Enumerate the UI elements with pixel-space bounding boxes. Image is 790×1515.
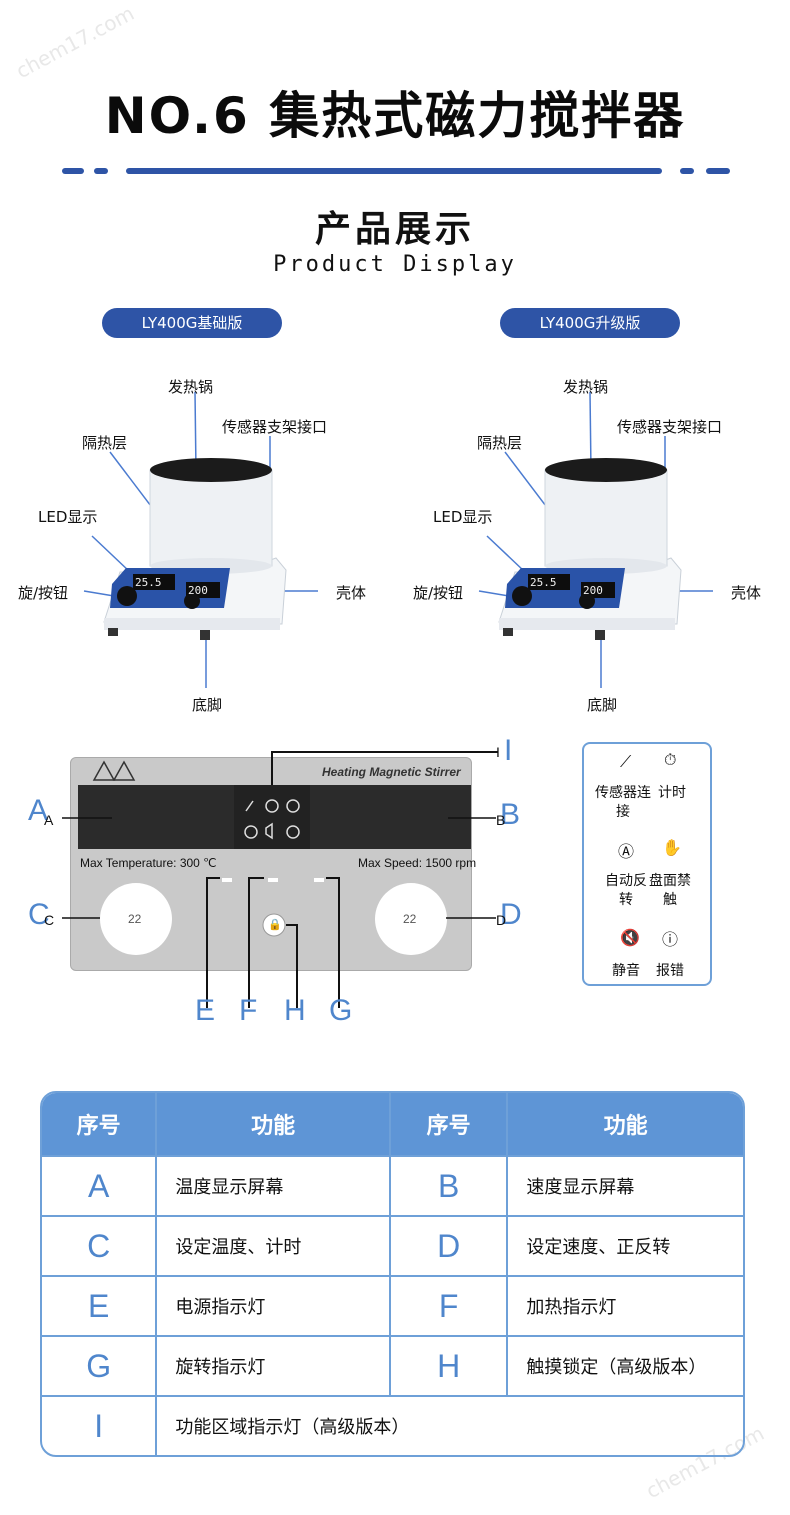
table-cell: 电源指示灯 [155, 1275, 390, 1335]
legend-item-mute: 静音 [612, 963, 640, 979]
label-D-small: D [496, 912, 507, 928]
callout-sensor-port: 传感器支架接口 [222, 418, 328, 436]
table-cell: F [389, 1275, 507, 1335]
table-cell: E [42, 1275, 156, 1335]
label-I: I [504, 734, 513, 767]
legend-item-sensor: 传感器连接 [595, 785, 651, 820]
label-F: F [239, 994, 258, 1027]
callout-insulation: 隔热层 [477, 434, 523, 452]
auto-reverse-icon: Ⓐ [618, 842, 635, 861]
table-cell: 温度显示屏幕 [155, 1155, 390, 1215]
label-E: E [195, 994, 216, 1027]
table-row: G 旋转指示灯 H 触摸锁定（高级版本） [42, 1335, 743, 1395]
sensor-icon: ⟋ [620, 752, 632, 771]
product-upgrade: 发热锅 隔热层 传感器支架接口 LED显示 旋/按钮 壳体 底脚 25.5 20… [395, 360, 790, 720]
model-label-basic: LY400G基础版 [102, 308, 282, 338]
table-row: C 设定温度、计时 D 设定速度、正反转 [42, 1215, 743, 1275]
product-basic: 发热锅 隔热层 传感器支架接口 LED显示 旋/按钮 壳体 底脚 25.5 20… [0, 360, 395, 720]
label-B-small: B [496, 812, 506, 828]
table-header-row: 序号 功能 序号 功能 [42, 1093, 743, 1155]
led-speed: 200 [583, 584, 603, 597]
callout-pot: 发热锅 [168, 378, 214, 396]
label-I-small: I [496, 744, 500, 760]
callout-housing: 壳体 [731, 584, 762, 602]
knob-right-value: 22 [403, 912, 417, 926]
label-H: H [284, 994, 306, 1027]
watermark: chem17.com [11, 0, 139, 84]
model-label-upgrade: LY400G升级版 [500, 308, 680, 338]
mute-icon: 🔇 [620, 928, 640, 947]
table-header: 序号 [42, 1093, 156, 1155]
label-G: G [329, 994, 353, 1027]
page-title: NO.6 集热式磁力搅拌器 [104, 87, 686, 145]
table-cell: I [42, 1395, 156, 1455]
stirrer-illustration [83, 391, 318, 688]
table-cell: 设定温度、计时 [155, 1215, 390, 1275]
label-C-small: C [44, 912, 55, 928]
table-cell: A [42, 1155, 156, 1215]
table-cell: G [42, 1335, 156, 1395]
panel-brand-text: Heating Magnetic Stirrer [322, 765, 461, 779]
control-panel-lines [62, 751, 498, 1008]
callout-sensor-port: 传感器支架接口 [617, 418, 723, 436]
legend-item-touch-lock: 盘面禁触 [649, 873, 691, 908]
table-header: 功能 [155, 1093, 390, 1155]
knob-left-value: 22 [128, 912, 142, 926]
led-temp: 25.5 [135, 576, 162, 589]
title-underline [62, 168, 730, 174]
callout-led: LED显示 [433, 508, 493, 526]
table-header: 功能 [506, 1093, 743, 1155]
function-table: 序号 功能 序号 功能 A 温度显示屏幕 B 速度显示屏幕 C 设定温度、计时 … [40, 1091, 745, 1457]
section-subtitle: Product Display [273, 252, 517, 277]
panel-max-speed: Max Speed: 1500 rpm [358, 856, 477, 870]
table-cell: 触摸锁定（高级版本） [506, 1335, 743, 1395]
callout-feet: 底脚 [587, 696, 618, 714]
touch-lock-icon: ✋ [662, 838, 682, 857]
table-row: E 电源指示灯 F 加热指示灯 [42, 1275, 743, 1335]
callout-housing: 壳体 [336, 584, 367, 602]
table-row: A 温度显示屏幕 B 速度显示屏幕 [42, 1155, 743, 1215]
led-speed: 200 [188, 584, 208, 597]
legend-item-timer: 计时 [658, 785, 686, 801]
icon-legend [582, 742, 712, 986]
callout-feet: 底脚 [192, 696, 223, 714]
timer-icon: ⏱ [664, 750, 677, 769]
label-B: B [500, 798, 521, 831]
table-cell: 功能区域指示灯（高级版本） [155, 1395, 743, 1455]
label-A: A [28, 794, 49, 827]
legend-item-alarm: 报错 [656, 963, 684, 979]
table-cell: 加热指示灯 [506, 1275, 743, 1335]
panel-max-temp: Max Temperature: 300 ℃ [80, 856, 217, 870]
callout-knob: 旋/按钮 [18, 584, 69, 602]
table-row: I 功能区域指示灯（高级版本） [42, 1395, 743, 1455]
table-cell: H [389, 1335, 507, 1395]
table-cell: C [42, 1215, 156, 1275]
label-A-small: A [44, 812, 54, 828]
callout-led: LED显示 [38, 508, 98, 526]
table-header: 序号 [389, 1093, 507, 1155]
legend-item-auto-reverse: 自动反转 [605, 873, 647, 908]
alarm-icon: ⓘ [662, 930, 679, 949]
section-title: 产品展示 [314, 209, 475, 250]
table-cell: 设定速度、正反转 [506, 1215, 743, 1275]
table-cell: D [389, 1215, 507, 1275]
table-cell: B [389, 1155, 507, 1215]
label-C: C [28, 898, 50, 931]
callout-pot: 发热锅 [563, 378, 609, 396]
table-cell: 旋转指示灯 [155, 1335, 390, 1395]
callout-insulation: 隔热层 [82, 434, 128, 452]
callout-knob: 旋/按钮 [413, 584, 464, 602]
table-cell: 速度显示屏幕 [506, 1155, 743, 1215]
stirrer-illustration [478, 391, 713, 688]
label-D: D [500, 898, 522, 931]
lock-icon: 🔒 [268, 918, 282, 931]
led-temp: 25.5 [530, 576, 557, 589]
